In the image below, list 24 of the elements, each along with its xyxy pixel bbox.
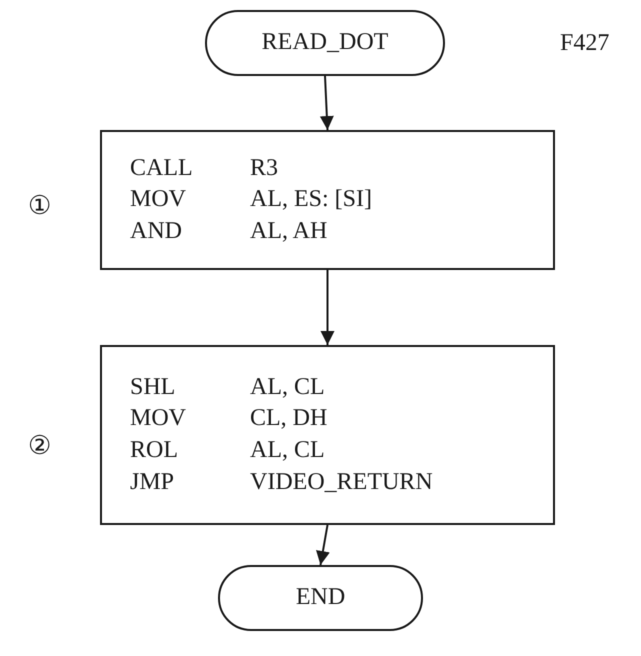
operand: AL, AH bbox=[250, 218, 328, 246]
step-number: ① bbox=[28, 190, 51, 221]
operand: AL, CL bbox=[250, 374, 326, 402]
mnemonic: MOV bbox=[130, 186, 188, 214]
mnemonic: CALL bbox=[130, 154, 194, 182]
operand: AL, CL bbox=[250, 437, 326, 465]
operand: VIDEO_RETURN bbox=[250, 468, 434, 496]
mnemonic: SHL bbox=[130, 374, 176, 402]
operand: R3 bbox=[250, 154, 280, 182]
process-box bbox=[100, 345, 555, 525]
terminal-label: READ_DOT bbox=[262, 29, 388, 57]
mnemonic: ROL bbox=[130, 437, 179, 465]
process-box bbox=[100, 130, 555, 270]
operand: AL, ES: [SI] bbox=[250, 186, 373, 214]
mnemonic: MOV bbox=[130, 405, 188, 433]
step-number: ② bbox=[28, 430, 51, 461]
arrow bbox=[320, 76, 334, 130]
figure-number: F427 bbox=[560, 30, 610, 57]
arrow bbox=[320, 270, 334, 345]
operand: CL, DH bbox=[250, 405, 328, 433]
terminal-label: END bbox=[296, 584, 346, 612]
mnemonic: AND bbox=[130, 218, 183, 246]
mnemonic: JMP bbox=[130, 468, 176, 496]
arrow bbox=[316, 524, 330, 566]
